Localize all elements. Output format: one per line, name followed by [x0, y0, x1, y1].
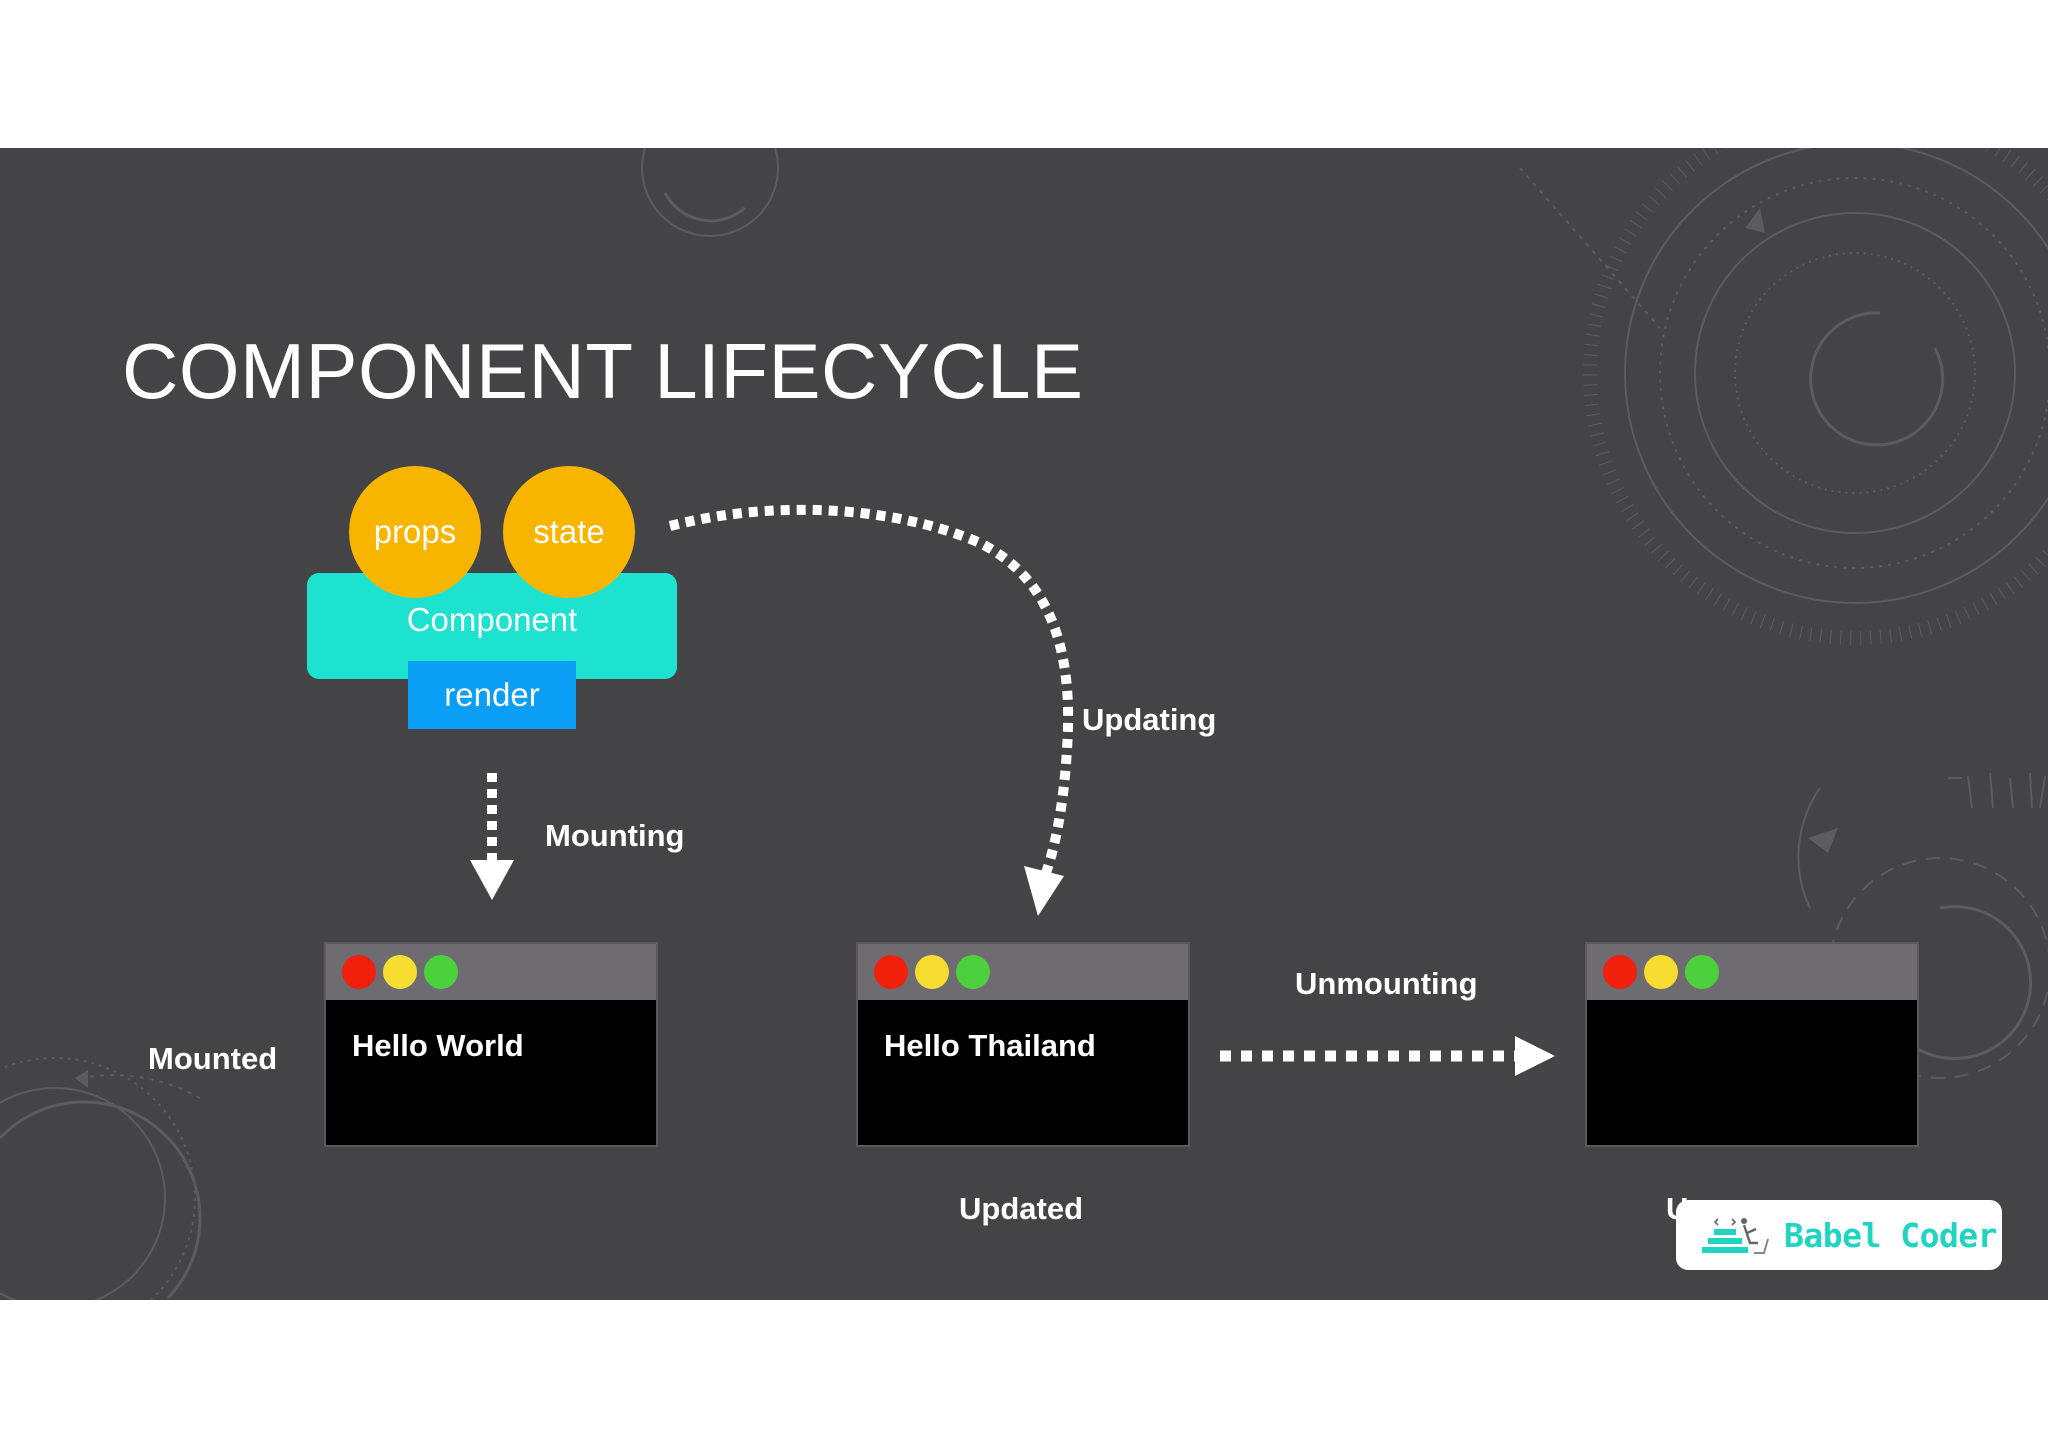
babel-coder-logo: Babel Coder	[1676, 1200, 2002, 1270]
minimize-dot-icon	[915, 955, 949, 989]
maximize-dot-icon	[424, 955, 458, 989]
window-titlebar	[1587, 944, 1917, 1000]
mounting-label: Mounting	[545, 818, 685, 853]
logo-text: Babel Coder	[1784, 1215, 1998, 1255]
updated-window: Hello Thailand	[856, 942, 1190, 1147]
window-content: Hello World	[352, 1028, 524, 1063]
unmounting-label: Unmounting	[1295, 966, 1478, 1001]
updated-label: Updated	[959, 1191, 1083, 1226]
window-titlebar	[326, 944, 656, 1000]
mounted-window: Hello World	[324, 942, 658, 1147]
minimize-dot-icon	[1644, 955, 1678, 989]
slide-title: COMPONENT LIFECYCLE	[122, 327, 1084, 415]
background-decoration	[0, 148, 2048, 1300]
mounting-arrow	[470, 773, 514, 900]
close-dot-icon	[342, 955, 376, 989]
close-dot-icon	[1603, 955, 1637, 989]
updating-label: Updating	[1082, 702, 1217, 737]
babel-coder-logo-icon	[1702, 1218, 1769, 1254]
close-dot-icon	[874, 955, 908, 989]
unmounting-arrow	[1220, 1036, 1555, 1076]
mounted-label: Mounted	[148, 1041, 278, 1076]
state-bubble: state	[503, 466, 635, 598]
render-box: render	[408, 661, 576, 729]
props-bubble: props	[349, 466, 481, 598]
transition-arrows	[470, 504, 1555, 1076]
window-titlebar	[858, 944, 1188, 1000]
updating-arrow	[668, 504, 1074, 916]
unmounted-window	[1585, 942, 1919, 1147]
component-label: Component	[406, 601, 578, 638]
slide: COMPONENT LIFECYCLE props state Componen…	[0, 148, 2048, 1300]
maximize-dot-icon	[1685, 955, 1719, 989]
maximize-dot-icon	[956, 955, 990, 989]
minimize-dot-icon	[383, 955, 417, 989]
window-content: Hello Thailand	[884, 1028, 1096, 1063]
